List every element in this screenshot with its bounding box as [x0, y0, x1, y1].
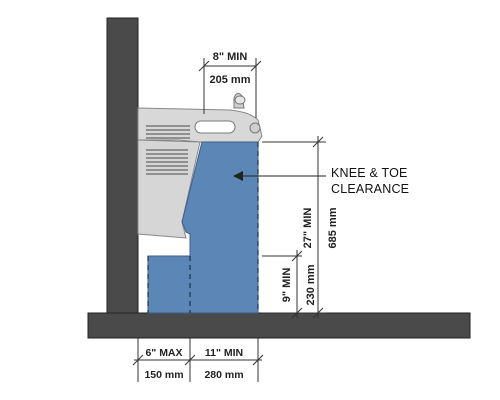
floor — [87, 312, 471, 339]
toe-height-imperial: 9" MIN — [281, 268, 293, 303]
toe-depth-imperial: 6" MAX — [145, 347, 182, 359]
toe-depth-metric: 150 mm — [144, 369, 183, 381]
callout-leader — [233, 171, 326, 181]
top-dimension-metric: 205 mm — [210, 74, 251, 86]
callout-line-2: CLEARANCE — [331, 182, 409, 196]
knee-height-metric: 685 mm — [327, 207, 339, 248]
clearance-dashed-lines — [147, 142, 259, 313]
height-dimension-lines — [262, 136, 326, 319]
grille — [146, 125, 190, 175]
knee-height-imperial: 27" MIN — [302, 208, 314, 249]
wall — [106, 17, 139, 315]
toe-height-metric: 230 mm — [305, 264, 317, 305]
top-dimension — [198, 58, 262, 118]
top-dimension-imperial: 8" MIN — [213, 51, 248, 63]
drinking-fountain — [137, 92, 263, 239]
depth-dimension-lines — [132, 338, 264, 382]
knee-depth-metric: 280 mm — [204, 369, 243, 381]
knee-depth-imperial: 11" MIN — [205, 347, 243, 359]
callout-line-1: KNEE & TOE — [331, 166, 408, 180]
